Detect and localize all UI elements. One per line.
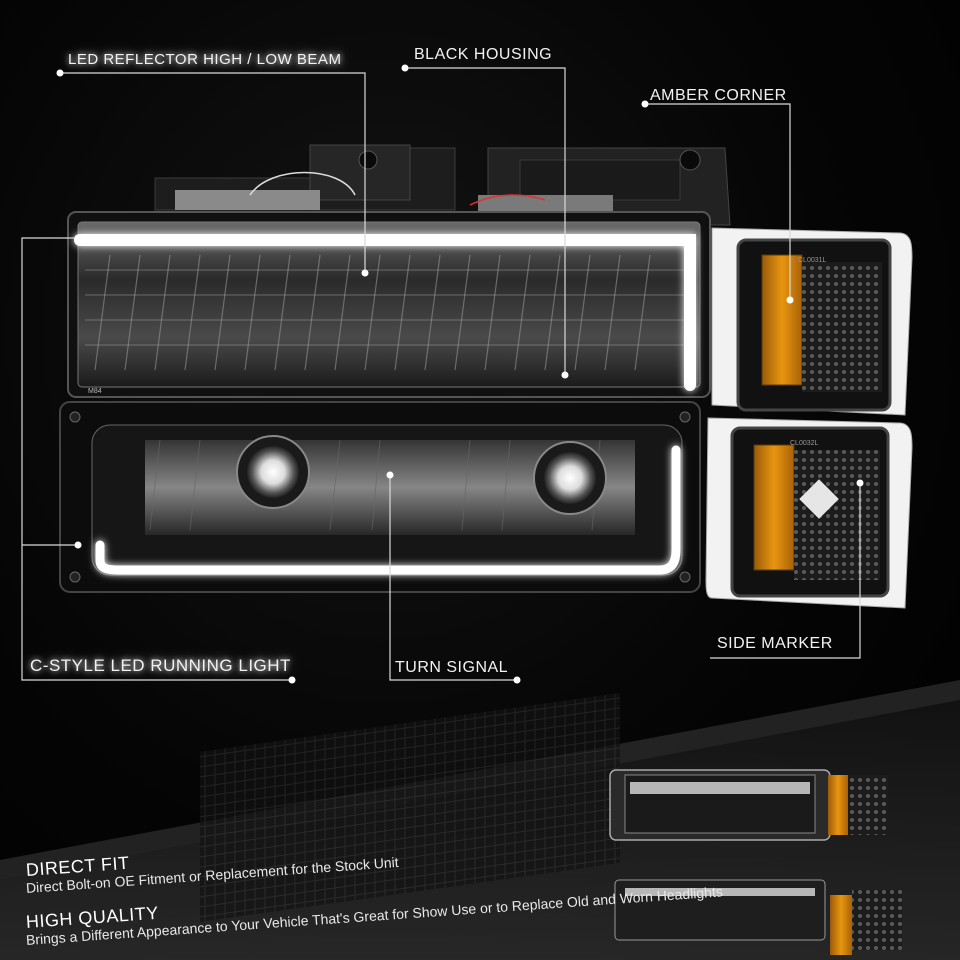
- led-reflector-leader: [60, 72, 366, 273]
- corner-top-mark: CL0031L: [798, 257, 827, 264]
- c-style-label: C-STYLE LED RUNNING LIGHT: [30, 656, 291, 675]
- side-marker-label: SIDE MARKER: [717, 635, 833, 652]
- corner-bottom-mark: CL0032L: [790, 440, 819, 447]
- amber-corner-end-dot: [786, 296, 794, 304]
- amber-corner-label: AMBER CORNER: [650, 87, 787, 104]
- turn-signal-label-dot: [513, 676, 521, 684]
- black-housing-dot: [401, 64, 409, 72]
- headlight-housing: M84: [67, 211, 711, 398]
- c-style-top-dot: [74, 234, 82, 242]
- black-housing-end-dot: [561, 371, 569, 379]
- bumper-lamp: [59, 401, 701, 593]
- amber-corner-dot: [641, 100, 649, 108]
- c-style-label-dot: [288, 676, 296, 684]
- led-reflector-label: LED REFLECTOR HIGH / LOW BEAM: [68, 51, 342, 68]
- black-housing-leader: [405, 67, 566, 375]
- upper-corner-lamp: CL0031L: [711, 227, 913, 416]
- c-style-bottom-dot: [74, 541, 82, 549]
- turn-signal-leader: [389, 475, 517, 681]
- headlight-mark: M84: [88, 388, 102, 395]
- side-marker-end-dot: [856, 479, 864, 487]
- side-marker-leader: [710, 483, 861, 659]
- black-housing-label: BLACK HOUSING: [414, 46, 553, 63]
- turn-signal-dot: [386, 471, 394, 479]
- truck-scene: [0, 680, 960, 960]
- led-reflector-dot: [56, 69, 64, 77]
- rear-brackets: [154, 144, 731, 226]
- c-style-leader: [21, 237, 292, 681]
- turn-signal-label: TURN SIGNAL: [395, 659, 509, 676]
- amber-corner-leader: [645, 103, 791, 300]
- lower-corner-lamp: CL0032L: [705, 417, 913, 609]
- led-reflector-end-dot: [361, 269, 369, 277]
